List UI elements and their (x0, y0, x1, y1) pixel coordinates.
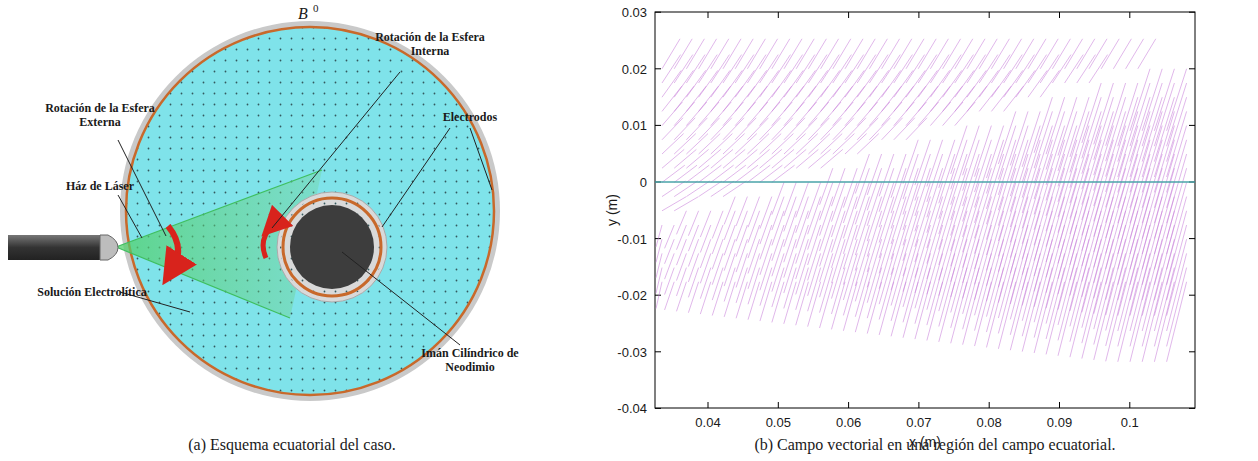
tick-label: 0.04 (695, 415, 720, 430)
tick-label: -0.02 (617, 288, 647, 303)
leader-lines (118, 72, 492, 345)
outer-rotation-arrow (168, 226, 178, 270)
tick-label: 0.02 (622, 61, 647, 76)
inner-rotation-arrow (263, 226, 272, 258)
tick-label: 0.09 (1047, 415, 1072, 430)
tick-label: 0.03 (622, 5, 647, 20)
callout-label: Ház de Láser (66, 179, 134, 193)
laser-device (8, 235, 100, 260)
caption: (b) Campo vectorial en una región del ca… (754, 436, 1115, 454)
axis-title: y (m) (604, 194, 620, 226)
tick-label: 0.06 (836, 415, 861, 430)
tick-label: 0 (640, 175, 647, 190)
tick-label: -0.03 (617, 344, 647, 359)
callout-label: Imán Cilíndrico de Neodimio (410, 346, 530, 374)
caption: (a) Esquema ecuatorial del caso. (188, 436, 395, 454)
tick-label: -0.04 (617, 401, 647, 416)
tick-label: 0.08 (977, 415, 1002, 430)
tick-label: -0.01 (617, 231, 647, 246)
tick-label: 0.05 (766, 415, 791, 430)
field-symbol: B (298, 5, 308, 23)
zero-line (655, 181, 1195, 183)
plot-frame (655, 12, 1195, 408)
vector-field (656, 39, 1187, 362)
inner-electrode (283, 198, 381, 296)
field-superscript: 0 (313, 2, 319, 14)
callout-label: Electrodos (443, 110, 497, 124)
tick-label: 0.1 (1121, 415, 1139, 430)
outer-electrode (126, 27, 494, 395)
callout-label: Solución Electrolítica (37, 285, 147, 299)
electrolyte (126, 27, 494, 395)
callout-label: Rotación de la Esfera Interna (365, 30, 495, 58)
tick-label: 0.01 (622, 118, 647, 133)
tick-label: 0.07 (906, 415, 931, 430)
neodymium-magnet (290, 205, 374, 289)
outer-sphere (120, 21, 500, 401)
inner-sphere (277, 192, 387, 302)
callout-label: Rotación de la Esfera Externa (35, 101, 165, 129)
